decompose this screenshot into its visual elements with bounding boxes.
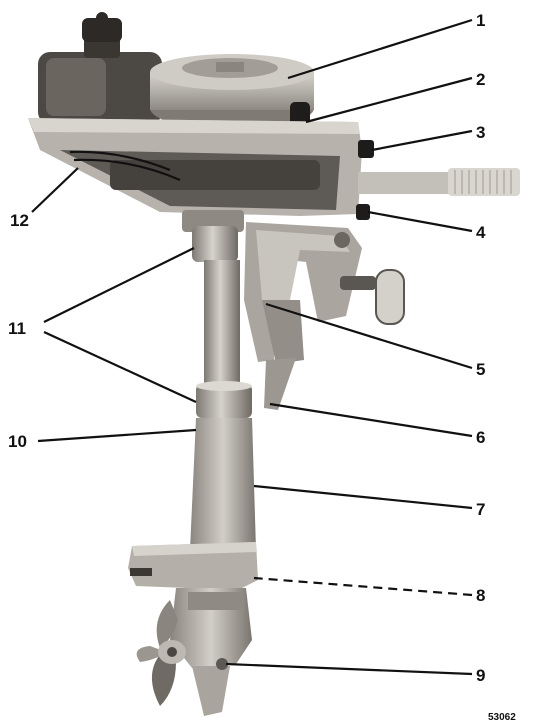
- propeller: [136, 600, 186, 706]
- callout-11: 11: [8, 319, 26, 338]
- callout-2: 2: [476, 70, 485, 89]
- lower-knob: [356, 204, 370, 220]
- figure-number: 53062: [488, 712, 516, 723]
- callout-10: 10: [8, 432, 27, 451]
- callout-1: 1: [476, 11, 485, 30]
- callout-6: 6: [476, 428, 485, 447]
- fuel-cap: [82, 12, 122, 42]
- throttle-knob: [358, 140, 374, 158]
- callout-3: 3: [476, 123, 485, 142]
- clamp-screw-handle: [375, 269, 405, 325]
- callout-12: 12: [10, 211, 29, 230]
- tiller-handle: [358, 168, 520, 196]
- stern-bracket: [244, 222, 405, 410]
- callout-5: 5: [476, 360, 485, 379]
- lower-mount: [196, 384, 252, 418]
- callout-labels: 1 2 3 4 5 6 7 8 9 10 11 12 53062: [8, 11, 516, 723]
- callout-8: 8: [476, 586, 485, 605]
- lower-unit: [128, 418, 258, 716]
- upper-housing: [28, 118, 362, 216]
- callout-9: 9: [476, 666, 485, 685]
- drive-shaft-tube: [204, 260, 240, 388]
- upper-mount: [192, 226, 238, 262]
- fuel-tank: [38, 12, 162, 124]
- callout-4: 4: [476, 223, 486, 242]
- leader-lines: [31, 18, 473, 676]
- flywheel-cover: [150, 54, 314, 130]
- outboard-motor: [28, 12, 520, 716]
- callout-7: 7: [476, 500, 485, 519]
